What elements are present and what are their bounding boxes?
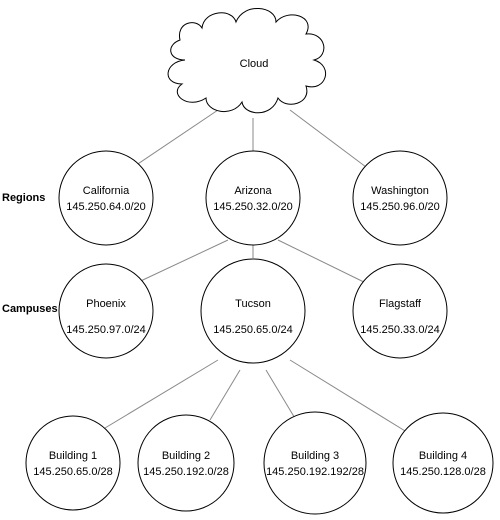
region-subnet: 145.250.32.0/20 bbox=[213, 201, 293, 213]
building-node-2: Building 2 145.250.192.0/28 bbox=[137, 414, 235, 512]
building-node-1: Building 1 145.250.65.0/28 bbox=[25, 415, 121, 511]
campus-node-phoenix: Phoenix 145.250.97.0/24 bbox=[58, 263, 154, 359]
building-node-4: Building 4 145.250.128.0/28 bbox=[392, 412, 494, 514]
building-node-3: Building 3 145.250.192.192/28 bbox=[263, 411, 367, 515]
campus-name: Tucson bbox=[235, 298, 271, 310]
edge-tucson-building-3 bbox=[265, 369, 297, 421]
edge-arizona-flagstaff bbox=[277, 239, 373, 287]
region-node-arizona: Arizona 145.250.32.0/20 bbox=[205, 150, 301, 246]
region-node-washington: Washington 145.250.96.0/20 bbox=[352, 150, 448, 246]
cloud-icon bbox=[167, 8, 326, 114]
building-subnet: 145.250.192.0/28 bbox=[143, 466, 229, 478]
campus-node-flagstaff: Flagstaff 145.250.33.0/24 bbox=[352, 263, 448, 359]
campus-subnet: 145.250.97.0/24 bbox=[66, 324, 146, 336]
building-name: Building 3 bbox=[291, 450, 339, 462]
campus-name: Phoenix bbox=[86, 298, 126, 310]
building-name: Building 2 bbox=[162, 450, 210, 462]
region-name: California bbox=[83, 185, 130, 197]
row-label-regions: Regions bbox=[2, 192, 45, 204]
campus-subnet: 145.250.33.0/24 bbox=[360, 324, 440, 336]
cloud-node: Cloud bbox=[167, 8, 326, 114]
campus-subnet: 145.250.65.0/24 bbox=[213, 324, 293, 336]
edge-tucson-building-4 bbox=[289, 359, 411, 435]
campus-circle bbox=[200, 258, 306, 364]
campus-circle bbox=[58, 263, 154, 359]
edge-arizona-phoenix bbox=[129, 239, 229, 287]
region-subnet: 145.250.64.0/20 bbox=[66, 201, 146, 213]
region-name: Arizona bbox=[234, 185, 272, 197]
building-subnet: 145.250.65.0/28 bbox=[33, 466, 113, 478]
region-name: Washington bbox=[371, 185, 429, 197]
building-circle bbox=[392, 412, 494, 514]
edge-cloud-washington bbox=[289, 109, 379, 177]
building-circle bbox=[25, 415, 121, 511]
region-node-california: California 145.250.64.0/20 bbox=[58, 150, 154, 246]
building-subnet: 145.250.192.192/28 bbox=[266, 466, 364, 478]
building-subnet: 145.250.128.0/28 bbox=[400, 466, 486, 478]
cloud-label: Cloud bbox=[240, 58, 269, 70]
edge-tucson-building-1 bbox=[94, 359, 219, 435]
building-name: Building 1 bbox=[49, 450, 97, 462]
campus-circle bbox=[352, 263, 448, 359]
building-circle bbox=[263, 411, 367, 515]
region-subnet: 145.250.96.0/20 bbox=[360, 201, 440, 213]
building-name: Building 4 bbox=[419, 450, 467, 462]
row-label-campuses: Campuses bbox=[2, 303, 58, 315]
campus-name: Flagstaff bbox=[379, 298, 422, 310]
edge-tucson-building-2 bbox=[209, 369, 241, 421]
campus-node-tucson: Tucson 145.250.65.0/24 bbox=[200, 258, 306, 364]
region-circle bbox=[205, 150, 301, 246]
region-circle bbox=[58, 150, 154, 246]
building-circle bbox=[137, 414, 235, 512]
region-circle bbox=[352, 150, 448, 246]
